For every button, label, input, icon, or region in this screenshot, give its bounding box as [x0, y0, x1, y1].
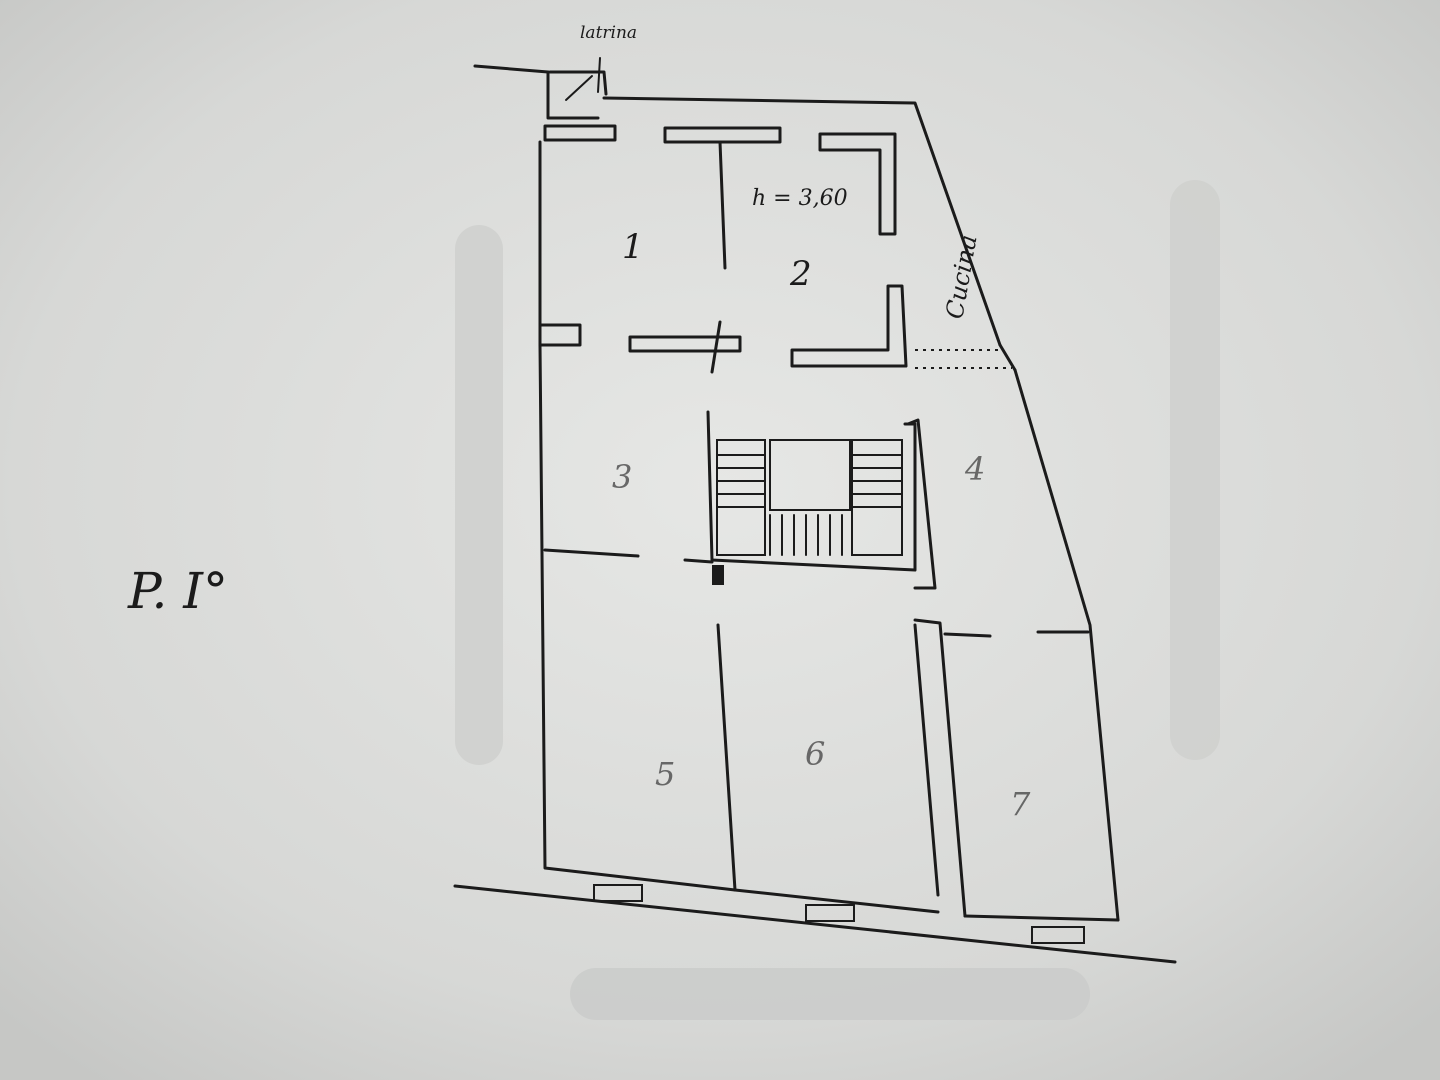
floor-label: P. I°	[127, 562, 228, 620]
room-number-2: 2	[789, 254, 812, 294]
room-number-7: 7	[1010, 785, 1031, 823]
outer-walls	[538, 96, 1120, 922]
top-street-line	[473, 64, 550, 74]
room-number-4: 4	[964, 450, 985, 488]
windows	[593, 884, 1085, 944]
blur-mark-bottom	[570, 968, 1090, 1020]
latrine	[546, 57, 608, 120]
staircase	[706, 410, 937, 590]
room-number-1: 1	[622, 227, 644, 267]
interior-walls-top	[538, 124, 1012, 374]
bottom-street-line	[453, 884, 1177, 964]
room-number-6: 6	[805, 735, 825, 773]
latrine-label: latrina	[580, 23, 637, 43]
blur-mark-right	[1170, 180, 1220, 760]
height-label: h = 3,60	[752, 186, 848, 211]
room-number-3: 3	[612, 458, 632, 496]
blur-mark-left	[455, 225, 503, 765]
room-number-5: 5	[655, 755, 675, 793]
interior-walls-bottom	[543, 548, 1120, 922]
